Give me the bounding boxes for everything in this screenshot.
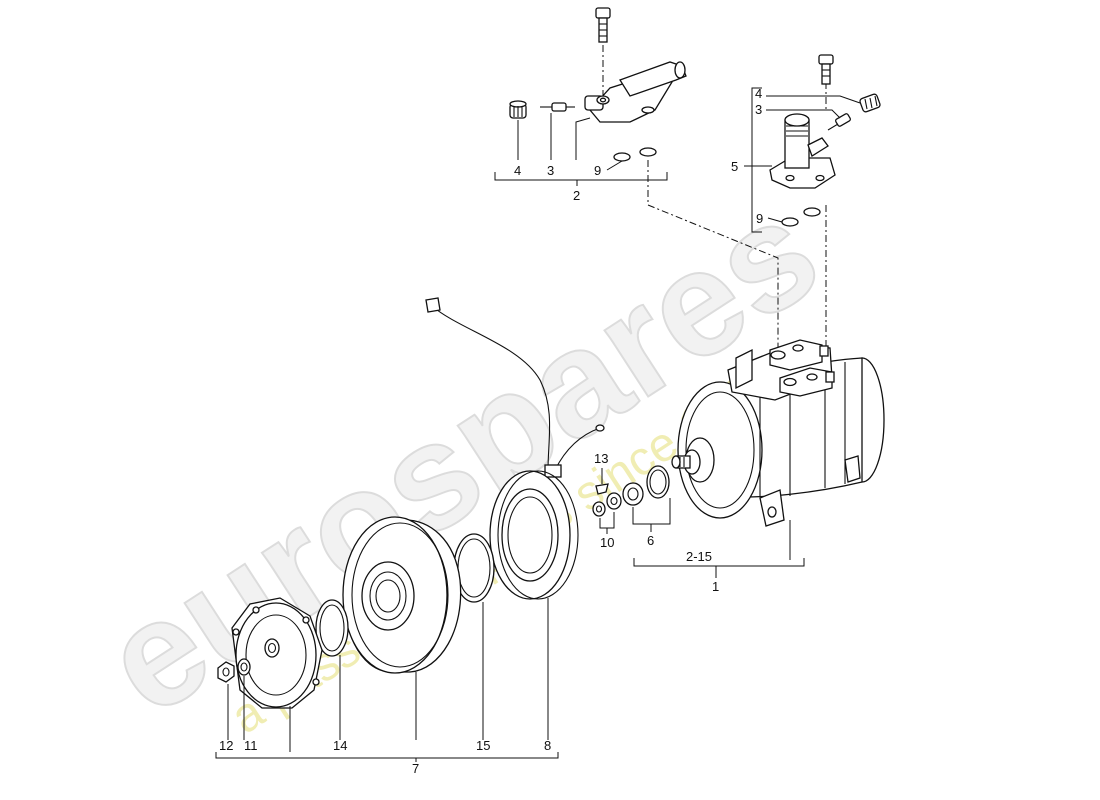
small-parts: 13 10 6 [592, 451, 671, 550]
clutch-plate [231, 597, 323, 752]
nut-and-washer: 12 11 [217, 658, 258, 753]
callout-13: 13 [594, 451, 608, 466]
shim-washer-a [592, 501, 606, 517]
o-ring-right-b [803, 207, 821, 217]
woodruff-key [595, 483, 609, 495]
spring-washer [237, 658, 251, 676]
callout-5: 5 [731, 159, 738, 174]
bearing-ring [622, 482, 644, 506]
callout-15: 15 [476, 738, 490, 753]
callout-6: 6 [647, 533, 654, 548]
bolt-top-left [595, 7, 611, 43]
circlip-14: 14 [315, 599, 349, 753]
coil-wire [431, 305, 551, 471]
callout-9-right: 9 [756, 211, 763, 226]
callout-3-right: 3 [755, 102, 762, 117]
hex-nut [217, 661, 235, 683]
service-fitting-left [584, 61, 687, 123]
callout-8: 8 [544, 738, 551, 753]
callout-3-left: 3 [547, 163, 554, 178]
callout-2-15: 2-15 [686, 549, 712, 564]
field-coil: 8 [425, 297, 605, 753]
compressor-body [671, 339, 885, 527]
o-ring-right-a [781, 217, 799, 227]
callout-2: 2 [573, 188, 580, 203]
valve-core-left [540, 102, 575, 112]
shim-washer-b [606, 492, 622, 510]
bracket-1 [633, 558, 805, 567]
callout-7: 7 [412, 761, 419, 776]
callout-4-right: 4 [755, 86, 762, 101]
fitting-assembly-5: 4 3 5 9 [731, 54, 881, 233]
callout-1: 1 [712, 579, 719, 594]
callout-11: 11 [244, 738, 258, 753]
valve-cap-left [509, 100, 527, 119]
service-fitting-right [769, 113, 836, 189]
snap-ring-15: 15 [453, 533, 495, 753]
fitting-assembly-2: 4 3 9 2 [494, 7, 687, 203]
callout-9-left: 9 [594, 163, 601, 178]
valve-core-right [827, 113, 851, 131]
bracket-7 [215, 752, 559, 759]
o-ring-left-a [613, 152, 631, 162]
pulley: 7 [342, 516, 462, 776]
alignment-lines [602, 45, 827, 372]
callout-14: 14 [333, 738, 347, 753]
callout-4-left: 4 [514, 163, 521, 178]
o-ring-left-b [639, 147, 657, 157]
callout-10: 10 [600, 535, 614, 550]
bolt-top-right [818, 54, 834, 85]
callout-12: 12 [219, 738, 233, 753]
valve-cap-right [859, 93, 881, 113]
